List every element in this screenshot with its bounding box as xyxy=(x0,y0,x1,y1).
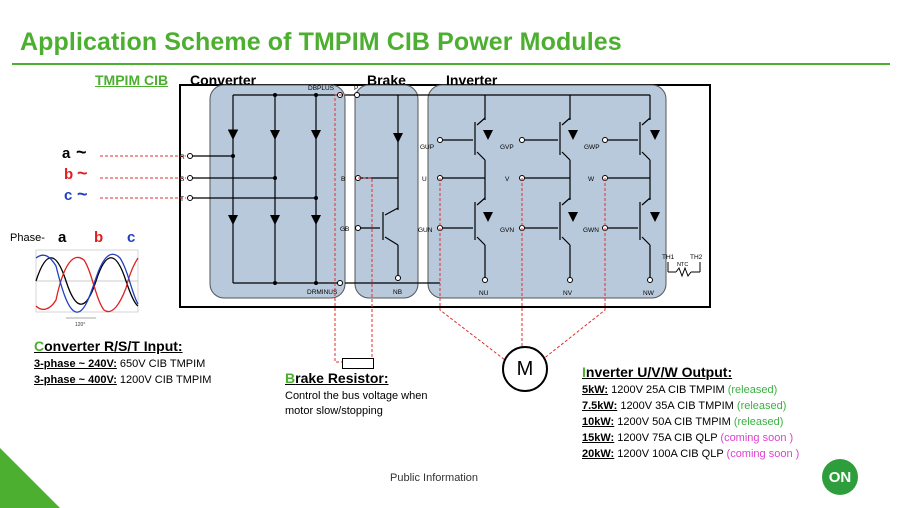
pin-nw: NW xyxy=(643,290,655,297)
inverter-label: Inverter xyxy=(446,72,498,88)
converter-bridge xyxy=(232,94,340,284)
phase-waveform xyxy=(35,249,139,319)
brake-label: Brake xyxy=(367,72,406,88)
pin-drminus: DRMINUS xyxy=(307,289,338,296)
inverter-output-heading-rest: nverter U/V/W Output: xyxy=(585,364,733,380)
pin-w: W xyxy=(588,176,595,183)
brake-dashed-lines xyxy=(334,94,373,363)
pin-gb: GB xyxy=(340,226,349,233)
phase-chart-c: c xyxy=(127,229,136,246)
pin-dbplus: DBPLUS xyxy=(308,85,335,92)
phase-axis-label: 120° xyxy=(75,322,85,328)
inverter-output-line: 20kW: 1200V 100A CIB QLP (coming soon ) xyxy=(582,448,800,460)
corner-triangle xyxy=(0,448,60,508)
phase-a-label: a xyxy=(62,145,71,162)
inverter-output-line: 15kW: 1200V 75A CIB QLP (coming soon ) xyxy=(582,432,794,444)
converter-nodes xyxy=(231,93,318,285)
inverter-output-heading: Inverter U/V/W Output: xyxy=(582,364,732,380)
converter-block xyxy=(209,84,346,299)
title-rule xyxy=(12,63,890,65)
pin-nu: NU xyxy=(479,290,489,297)
converter-input-line: 3-phase ~ 400V: 1200V CIB TMPIM xyxy=(34,374,212,386)
motor-dashed-lines xyxy=(439,178,606,361)
pin-b: B xyxy=(341,176,345,183)
converter-input-heading: Converter R/S/T Input: xyxy=(34,338,183,354)
converter-input-heading-rest: onverter R/S/T Input: xyxy=(44,338,183,354)
footer-public-information: Public Information xyxy=(390,472,479,484)
converter-input-heading-initial: C xyxy=(34,338,45,354)
pin-gvp: GVP xyxy=(500,144,514,151)
pin-v: V xyxy=(505,176,510,183)
pin-t: T xyxy=(180,196,184,203)
inverter-diodes xyxy=(483,130,660,222)
converter-diodes xyxy=(228,129,321,225)
inverter-output-line: 10kW: 1200V 50A CIB TMPIM (released) xyxy=(582,416,784,428)
pin-ntc: NTC xyxy=(677,262,688,268)
phase-c-wave-icon: ~ xyxy=(77,184,88,204)
pin-th2: TH2 xyxy=(690,254,703,261)
inverter-output-line: 7.5kW: 1200V 35A CIB TMPIM (released) xyxy=(582,400,787,412)
pin-gwp: GWP xyxy=(584,144,600,151)
phase-chart-title: Phase- xyxy=(10,232,45,244)
pin-u: U xyxy=(422,176,427,183)
brake-block xyxy=(354,84,419,299)
phase-b-wave-icon: ~ xyxy=(77,163,88,183)
pin-gvn: GVN xyxy=(500,227,514,234)
pin-gwn: GWN xyxy=(583,227,599,234)
brake-resistor-heading-rest: rake Resistor: xyxy=(295,370,389,386)
phase-c-label: c xyxy=(64,187,73,204)
on-semi-logo: ON xyxy=(822,459,858,495)
tmpim-cib-label: TMPIM CIB xyxy=(95,72,169,88)
pin-gup: GUP xyxy=(420,144,434,151)
brake-resistor-desc: motor slow/stopping xyxy=(285,405,383,417)
pin-nb: NB xyxy=(393,289,402,296)
pin-gun: GUN xyxy=(418,227,433,234)
input-dashed-lines xyxy=(100,155,186,199)
pin-r: R xyxy=(180,154,185,161)
brake-resistor-symbol xyxy=(342,358,374,369)
phase-chart-a: a xyxy=(58,229,67,246)
phase-b-label: b xyxy=(64,166,74,183)
inverter-legs xyxy=(440,94,651,278)
inverter-block xyxy=(427,84,667,299)
brake-resistor-heading: Brake Resistor: xyxy=(285,370,389,386)
motor-symbol: M xyxy=(502,346,548,392)
converter-input-line: 3-phase ~ 240V: 650V CIB TMPIM xyxy=(34,358,206,370)
ntc-thermistor xyxy=(667,262,701,278)
converter-label: Converter xyxy=(190,72,257,88)
pin-th1: TH1 xyxy=(662,254,675,261)
brake-resistor-heading-initial: B xyxy=(285,370,296,386)
inverter-output-line: 5kW: 1200V 25A CIB TMPIM (released) xyxy=(582,384,778,396)
brake-diode xyxy=(393,133,403,143)
inverter-output-heading-initial: I xyxy=(582,364,586,380)
phase-chart-b: b xyxy=(94,229,104,246)
pin-nv: NV xyxy=(563,290,573,297)
pin-p: P xyxy=(354,85,358,92)
phase-a-wave-icon: ~ xyxy=(76,142,87,162)
pin-s: S xyxy=(180,176,185,183)
brake-resistor-desc: Control the bus voltage when xyxy=(285,390,428,402)
slide-title: Application Scheme of TMPIM CIB Power Mo… xyxy=(20,28,622,56)
